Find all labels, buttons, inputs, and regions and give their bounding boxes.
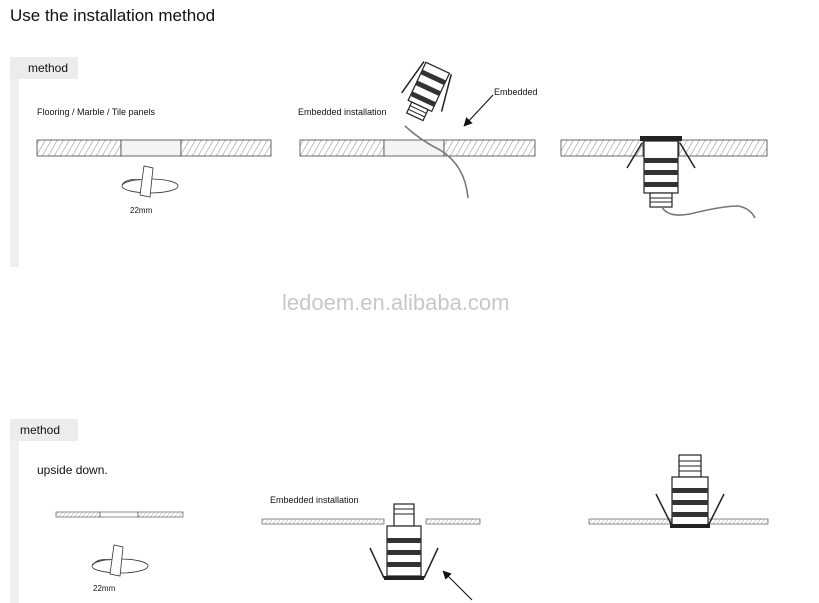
section2-hole-label: 22mm xyxy=(93,584,116,593)
page-title: Use the installation method xyxy=(10,6,216,25)
s2-embedded-arrow xyxy=(442,570,473,601)
s1-light-tilted-icon xyxy=(401,61,452,122)
watermark: ledoem.en.alibaba.com xyxy=(282,290,510,315)
section1-hole-label: 22mm xyxy=(130,206,153,215)
section1-method-tab: method xyxy=(10,57,78,79)
s1-panel-2 xyxy=(299,139,536,157)
s1-cable-2 xyxy=(661,205,756,219)
s2-panel-2 xyxy=(261,518,481,525)
s1-embedded-arrow xyxy=(463,94,494,127)
s2-light-inserting-icon xyxy=(369,503,439,580)
s1-panel-1 xyxy=(36,139,272,157)
section1-embedded-label: Embedded installation xyxy=(298,107,387,117)
s1-cable-1 xyxy=(404,125,469,199)
section1-method-label: method xyxy=(28,61,69,75)
section2-embedded-label: Embedded installation xyxy=(270,495,359,505)
s1-light-installed-icon xyxy=(626,136,696,208)
section1-arrow-label: Embedded xyxy=(494,87,538,97)
s2-light-installed-icon xyxy=(655,454,725,528)
s1-drill-hole-icon xyxy=(121,165,179,198)
section2-side-bar xyxy=(10,419,19,603)
s2-panel-1 xyxy=(55,511,184,518)
section2-method-label: method xyxy=(20,423,61,437)
s2-drill-hole-icon xyxy=(91,544,149,577)
section1-surface-label: Flooring / Marble / Tile panels xyxy=(37,107,156,117)
section2-mode-label: upside down. xyxy=(37,463,108,477)
section2-method-tab: method xyxy=(10,419,78,441)
section1-side-bar xyxy=(10,57,19,267)
